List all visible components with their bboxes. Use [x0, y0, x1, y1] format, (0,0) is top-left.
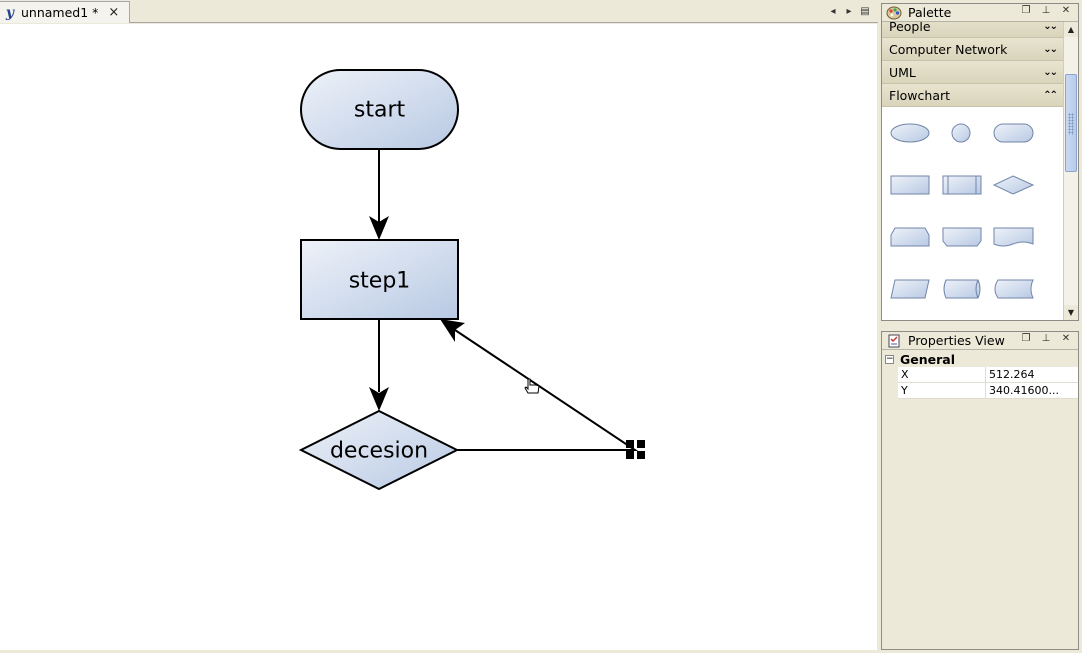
chevron-down-icon: ⌄⌄	[1043, 22, 1058, 32]
property-group-general[interactable]: − General	[882, 351, 1078, 367]
node-start-label: start	[354, 98, 406, 123]
document-tab-label: unnamed1 *	[21, 5, 99, 20]
scroll-up-icon[interactable]: ▲	[1064, 22, 1078, 37]
category-flowchart[interactable]: Flowchart ⌃⌃	[882, 84, 1064, 107]
category-label: Flowchart	[889, 87, 951, 103]
palette-title: Palette	[908, 5, 952, 20]
y-app-icon: y	[5, 4, 15, 21]
properties-icon	[886, 334, 902, 348]
chevron-down-icon: ⌄⌄	[1043, 43, 1058, 55]
palette-category-list: People ⌄⌄ Computer Network ⌄⌄ UML ⌄⌄ Flo…	[882, 22, 1064, 320]
restore-icon[interactable]: ❐	[1021, 333, 1031, 344]
properties-title: Properties View	[908, 333, 1005, 348]
category-people[interactable]: People ⌄⌄	[882, 22, 1064, 38]
collapse-icon[interactable]: −	[885, 353, 894, 364]
property-name: Y	[898, 383, 986, 398]
flowchart-shapes	[882, 107, 1064, 320]
document-tab[interactable]: y unnamed1 * ×	[0, 1, 130, 23]
shape-rectangle[interactable]	[890, 175, 930, 195]
node-decision[interactable]: decesion	[298, 409, 460, 491]
scroll-tabs-right-icon[interactable]: ▸	[846, 5, 852, 17]
hand-cursor-icon	[524, 378, 540, 394]
property-row-y: Y 340.41600...	[898, 383, 1078, 399]
scroll-down-icon[interactable]: ▼	[1064, 305, 1078, 320]
edge-start-step1[interactable]	[369, 149, 389, 240]
edge-decision-step1[interactable]	[440, 319, 639, 451]
close-tab-icon[interactable]: ×	[108, 5, 120, 20]
restore-icon[interactable]: ❐	[1021, 5, 1031, 16]
category-computer-network[interactable]: Computer Network ⌄⌄	[882, 38, 1064, 61]
shape-stored-data[interactable]	[994, 279, 1034, 299]
property-value-x[interactable]: 512.264	[986, 367, 1078, 382]
scrollbar-thumb[interactable]	[1065, 74, 1077, 172]
property-value-y[interactable]: 340.41600...	[986, 383, 1078, 398]
edge-step1-decision[interactable]	[369, 319, 389, 411]
palette-icon	[886, 6, 902, 20]
node-step1-label: step1	[349, 269, 411, 294]
palette-scrollbar[interactable]: ▲ ▼	[1063, 22, 1078, 320]
properties-body: − General X 512.264 Y 340.41600...	[882, 350, 1078, 399]
property-group-label: General	[900, 351, 955, 367]
properties-header: Properties View ❐ ⊥ ✕	[882, 332, 1078, 350]
bend-handle[interactable]	[626, 440, 645, 459]
node-start[interactable]: start	[300, 69, 459, 150]
diagram-canvas[interactable]: start step1 decesion	[0, 24, 877, 650]
category-label: People	[889, 22, 931, 34]
palette-panel: Palette ❐ ⊥ ✕ People ⌄⌄ Computer Network…	[881, 3, 1079, 321]
shape-manual-operation[interactable]	[890, 227, 930, 247]
shape-ellipse[interactable]	[890, 123, 930, 143]
node-step1[interactable]: step1	[300, 239, 459, 320]
palette-body: People ⌄⌄ Computer Network ⌄⌄ UML ⌄⌄ Flo…	[882, 22, 1078, 320]
shape-parallelogram[interactable]	[890, 279, 930, 299]
shape-predefined-process[interactable]	[942, 175, 982, 195]
shape-diamond[interactable]	[992, 175, 1035, 195]
pin-icon[interactable]: ⊥	[1041, 5, 1051, 16]
scroll-tabs-left-icon[interactable]: ◂	[830, 5, 836, 17]
close-icon[interactable]: ✕	[1061, 5, 1071, 16]
properties-panel: Properties View ❐ ⊥ ✕ − General X 512.26…	[881, 331, 1079, 650]
chevron-up-icon: ⌃⌃	[1043, 89, 1058, 101]
palette-header: Palette ❐ ⊥ ✕	[882, 4, 1078, 22]
category-label: UML	[889, 64, 916, 80]
shape-rounded-rect[interactable]	[993, 123, 1034, 143]
category-label: Computer Network	[889, 41, 1008, 57]
close-icon[interactable]: ✕	[1061, 333, 1071, 344]
tab-list-icon[interactable]: ▤	[860, 5, 870, 17]
property-name: X	[898, 367, 986, 382]
diagram-editor: y unnamed1 * × ◂ ▸ ▤	[0, 0, 878, 650]
editor-tab-bar: y unnamed1 * × ◂ ▸ ▤	[0, 0, 878, 23]
diagram-svg[interactable]: start step1 decesion	[0, 24, 877, 650]
shape-document[interactable]	[993, 227, 1034, 247]
category-uml[interactable]: UML ⌄⌄	[882, 61, 1064, 84]
node-decision-label: decesion	[330, 439, 428, 464]
shape-circle[interactable]	[951, 123, 971, 143]
pin-icon[interactable]: ⊥	[1041, 333, 1051, 344]
property-row-x: X 512.264	[898, 367, 1078, 383]
shape-cylinder[interactable]	[943, 279, 981, 299]
shape-loop-limit[interactable]	[942, 227, 982, 247]
chevron-down-icon: ⌄⌄	[1043, 66, 1058, 78]
